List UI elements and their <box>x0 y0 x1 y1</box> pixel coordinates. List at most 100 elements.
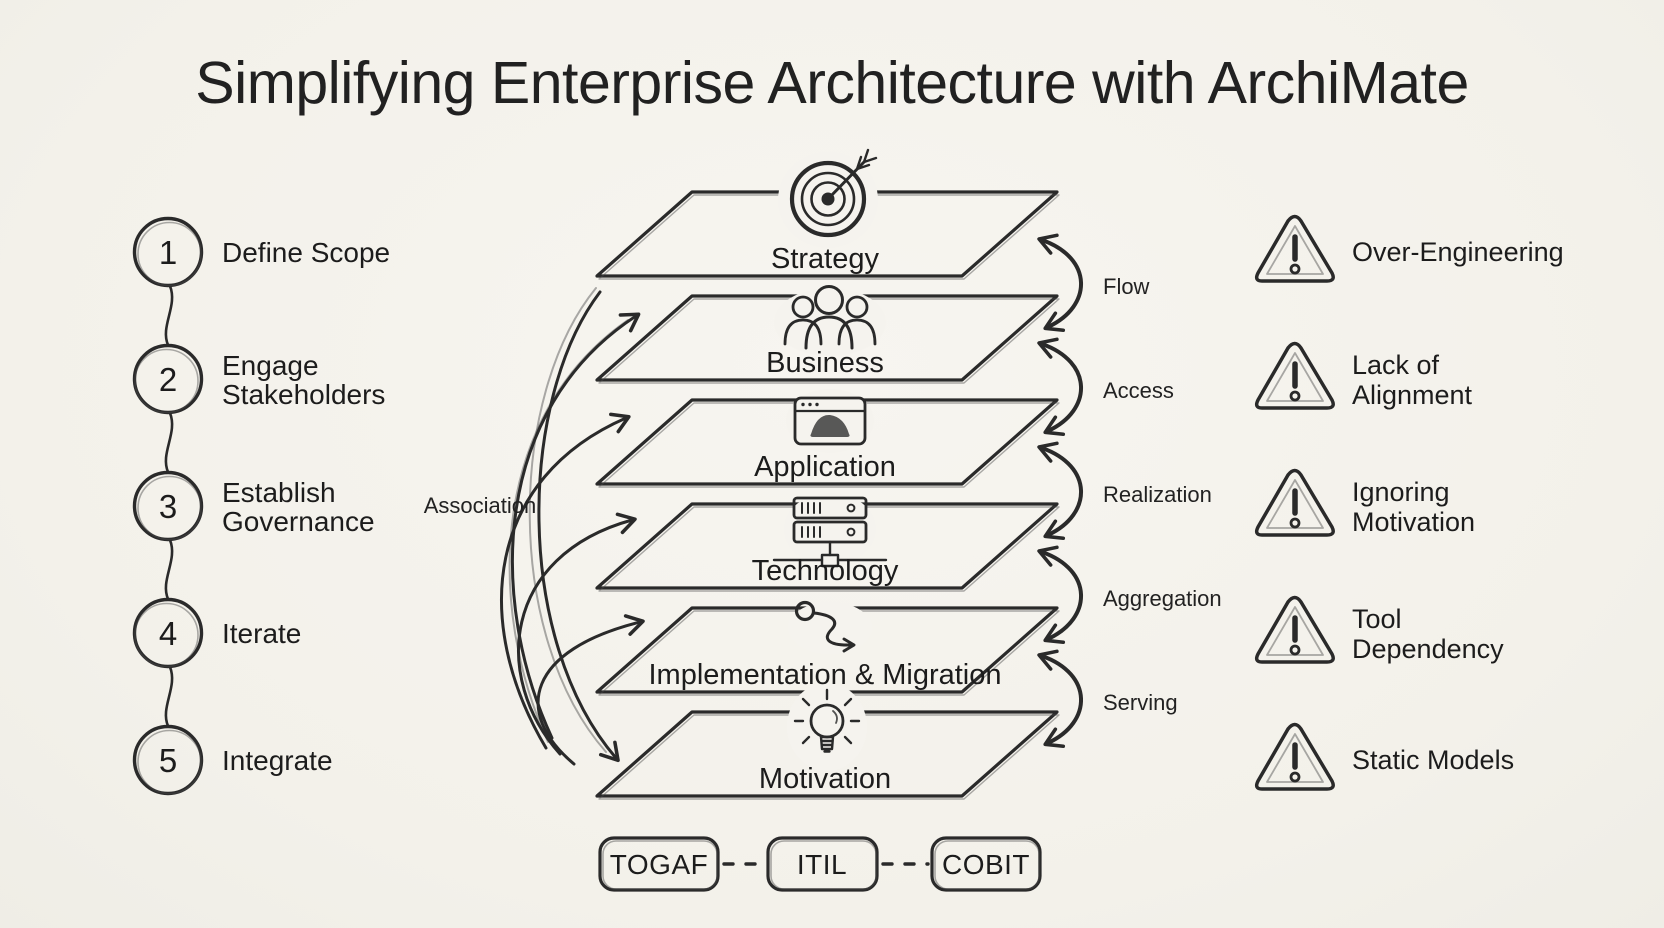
sketch-stroke <box>137 221 202 287</box>
step-connector <box>164 411 174 474</box>
framework-label-cobit: COBIT <box>942 849 1030 880</box>
association-curves: Association <box>424 287 645 766</box>
layer-business-shape <box>595 294 1059 382</box>
relation-label-realization: Realization <box>1103 482 1212 507</box>
step-label: Iterate <box>222 618 301 649</box>
layer-label-implementation: Implementation & Migration <box>649 659 1002 691</box>
warning-triangle-icon <box>1254 214 1335 283</box>
people-icon <box>783 285 877 350</box>
sketch-stroke <box>134 348 199 414</box>
pitfall-item-1: Over-Engineering <box>1254 214 1564 283</box>
association-arrow-motivation <box>537 290 620 763</box>
warning-dot <box>1289 517 1301 529</box>
sketch-stroke <box>598 610 1060 696</box>
step-item-1: 1 Define Scope <box>132 216 390 288</box>
step-circle <box>132 724 204 796</box>
layer-stack: Strategy Business Application Technology… <box>595 148 1060 800</box>
framework-box-togaf <box>598 836 720 892</box>
warning-triangle-icon <box>1254 468 1335 537</box>
serving-arrow <box>1037 649 1083 748</box>
step-item-2: 2 Engage Stakeholders <box>132 343 385 415</box>
step-circle <box>132 216 204 288</box>
step-number: 5 <box>159 742 177 779</box>
sketch-stroke <box>602 840 718 890</box>
step-circle <box>132 470 204 542</box>
warning-dot <box>1289 771 1301 783</box>
warning-dot <box>1289 644 1301 656</box>
layer-shapes <box>595 190 1060 800</box>
step-connector <box>164 284 174 347</box>
sketch-stroke <box>770 840 877 890</box>
association-arrow-technology <box>517 512 637 756</box>
step-item-5: 5 Integrate <box>132 724 333 796</box>
sketch-stroke <box>598 194 1060 280</box>
sketch-stroke <box>598 714 1060 800</box>
warning-triangle-icon <box>1254 341 1335 410</box>
pitfall-label: Over-Engineering <box>1352 237 1564 267</box>
realization-arrow <box>1037 441 1083 540</box>
target-icon <box>789 148 878 238</box>
step-number: 4 <box>159 615 177 652</box>
pitfall-label: Dependency <box>1352 634 1504 664</box>
lightbulb-icon <box>793 688 861 753</box>
framework-label-itil: ITIL <box>797 849 847 880</box>
warning-dot <box>1289 263 1301 275</box>
layer-implementation-shape <box>595 606 1059 694</box>
pitfall-item-4: Tool Dependency <box>1254 595 1504 664</box>
pitfalls-list: Over-Engineering Lack of Alignment Ignor… <box>1254 214 1564 791</box>
sketch-stroke <box>934 840 1040 890</box>
layer-label-application: Application <box>754 451 896 483</box>
layer-strategy-shape <box>595 190 1059 278</box>
sketch-stroke <box>137 729 202 795</box>
sketch-stroke <box>598 298 1060 384</box>
sketch-stroke <box>598 402 1060 488</box>
step-label: Stakeholders <box>222 379 385 410</box>
framework-label-togaf: TOGAF <box>610 849 708 880</box>
app-window-icon <box>793 396 867 446</box>
warning-dot <box>1289 390 1301 402</box>
server-icon <box>772 496 888 568</box>
pitfall-item-3: Ignoring Motivation <box>1254 468 1475 537</box>
step-number: 3 <box>159 488 177 525</box>
warning-triangle-icon <box>1254 595 1335 664</box>
step-label: Governance <box>222 506 375 537</box>
frameworks-row: TOGAF ITIL COBIT <box>598 836 1042 892</box>
step-number: 2 <box>159 361 177 398</box>
layer-application-shape <box>595 398 1059 486</box>
layer-motivation-shape <box>595 710 1059 798</box>
association-label: Association <box>424 493 537 518</box>
association-arrow-business <box>510 312 641 740</box>
relation-label-flow: Flow <box>1103 274 1150 299</box>
pitfall-item-2: Lack of Alignment <box>1254 341 1473 410</box>
pitfall-item-5: Static Models <box>1254 722 1514 791</box>
pitfall-label: Alignment <box>1352 380 1473 410</box>
route-icon <box>794 600 856 653</box>
relation-label-serving: Serving <box>1103 690 1178 715</box>
sketch-stroke <box>137 475 202 541</box>
app-blob <box>810 414 850 437</box>
step-connector <box>164 665 174 728</box>
step-item-4: 4 Iterate <box>132 597 301 669</box>
step-circle <box>132 343 204 415</box>
pitfall-label: Static Models <box>1352 745 1514 775</box>
framework-box-itil <box>766 836 879 892</box>
step-label: Integrate <box>222 745 333 776</box>
framework-box-cobit <box>930 836 1042 892</box>
step-connector <box>164 538 174 601</box>
pitfall-label: Motivation <box>1352 507 1475 537</box>
pitfall-label: Tool <box>1352 604 1402 634</box>
relation-label-access: Access <box>1103 378 1174 403</box>
layer-label-motivation: Motivation <box>759 763 891 795</box>
sketch-stroke <box>598 506 1060 592</box>
step-circle <box>132 597 204 669</box>
access-arrow <box>1037 337 1083 436</box>
flow-arrow <box>1037 233 1083 332</box>
layer-label-technology: Technology <box>752 555 899 587</box>
page-title: Simplifying Enterprise Architecture with… <box>195 50 1469 116</box>
pitfall-label: Ignoring <box>1352 477 1450 507</box>
sketch-stroke <box>134 602 199 668</box>
pitfall-label: Lack of <box>1352 350 1440 380</box>
relation-arrows-right: Flow Access Realization Aggregation Serv… <box>1037 233 1222 748</box>
step-label: Engage <box>222 350 319 381</box>
